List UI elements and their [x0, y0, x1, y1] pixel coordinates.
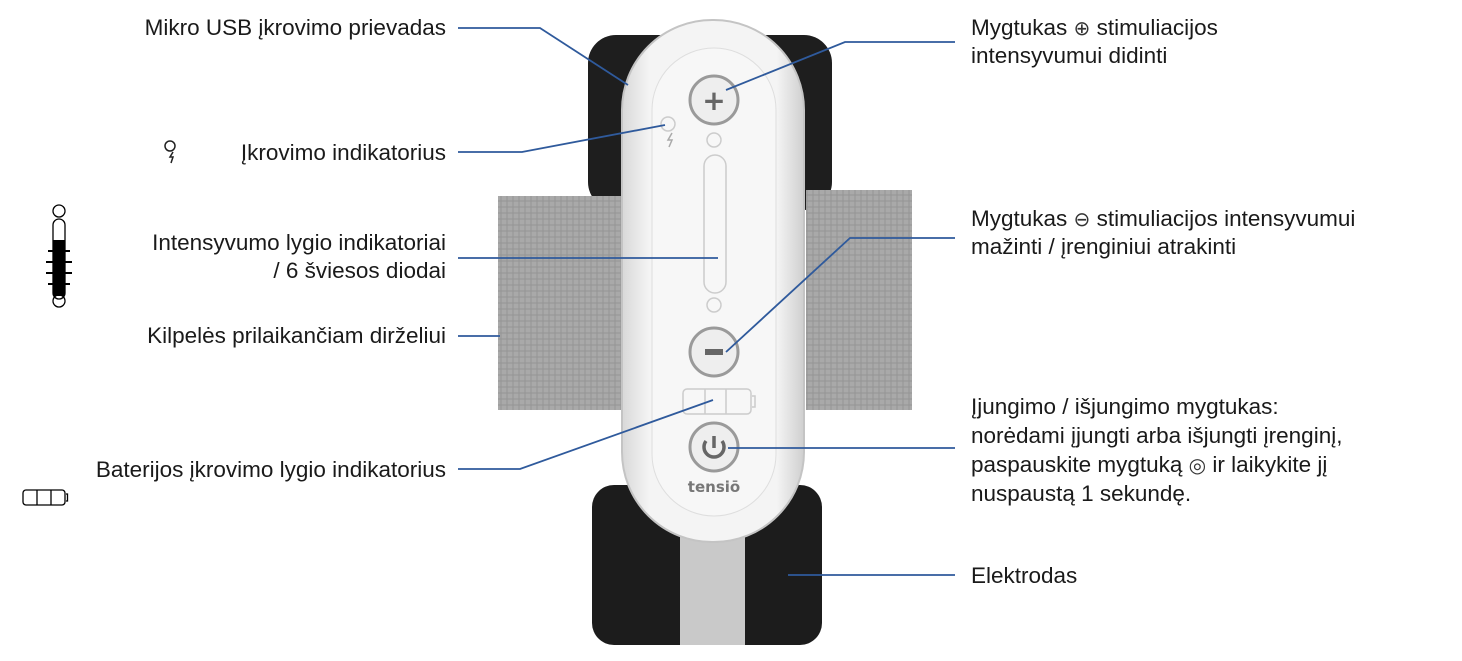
plus-symbol: + [702, 84, 725, 117]
label-intensity-line1: Intensyvumo lygio indikatoriai [152, 230, 446, 255]
label-power-line1: Įjungimo / išjungimo mygtukas: [971, 394, 1279, 419]
label-electrode: Elektrodas [971, 563, 1077, 588]
left-labels: Mikro USB įkrovimo prievadas Įkrovimo in… [22, 15, 446, 506]
label-minus-button: Mygtukas ⊖ stimuliacijos intensyvumui [971, 206, 1355, 231]
circled-plus-icon: ⊕ [1074, 16, 1091, 40]
label-intensity-line2: / 6 šviesos diodai [273, 258, 446, 283]
charge-indicator-icon [660, 116, 676, 148]
power-button[interactable] [688, 421, 740, 473]
label-minus-line2: mažinti / įrenginiui atrakinti [971, 234, 1236, 259]
brand-logo: tensiō [688, 478, 740, 496]
device-illustration: + tensiō [498, 19, 912, 645]
battery-level-icon [682, 388, 756, 415]
label-charge-indicator: Įkrovimo indikatorius [241, 140, 446, 165]
label-plus-line2: intensyvumui didinti [971, 43, 1167, 68]
label-battery-indicator: Baterijos įkrovimo lygio indikatorius [96, 457, 446, 482]
led-column-icon [46, 204, 72, 308]
right-labels: Mygtukas ⊕ stimuliacijos intensyvumui di… [971, 15, 1355, 588]
label-power-line2: norėdami įjungti arba išjungti įrenginį, [971, 423, 1342, 448]
cable [680, 520, 745, 645]
intensity-leds [703, 132, 727, 313]
lightning-icon [164, 140, 176, 164]
leader-lines [458, 27, 955, 576]
left-strap [498, 196, 626, 410]
label-power-line3: paspauskite mygtuką ◎ ir laikykite jį [971, 452, 1327, 477]
circled-minus-icon: ⊖ [1074, 207, 1091, 231]
plus-button[interactable]: + [688, 74, 740, 126]
label-micro-usb: Mikro USB įkrovimo prievadas [145, 15, 446, 40]
label-strap-loops: Kilpelės prilaikančiam dirželiui [147, 323, 446, 348]
minus-button[interactable] [688, 326, 740, 378]
right-strap [806, 190, 912, 410]
battery-icon [22, 489, 69, 506]
power-icon: ◎ [1189, 453, 1206, 477]
label-plus-button: Mygtukas ⊕ stimuliacijos [971, 15, 1218, 40]
label-power-line4: nuspaustą 1 sekundę. [971, 481, 1191, 506]
